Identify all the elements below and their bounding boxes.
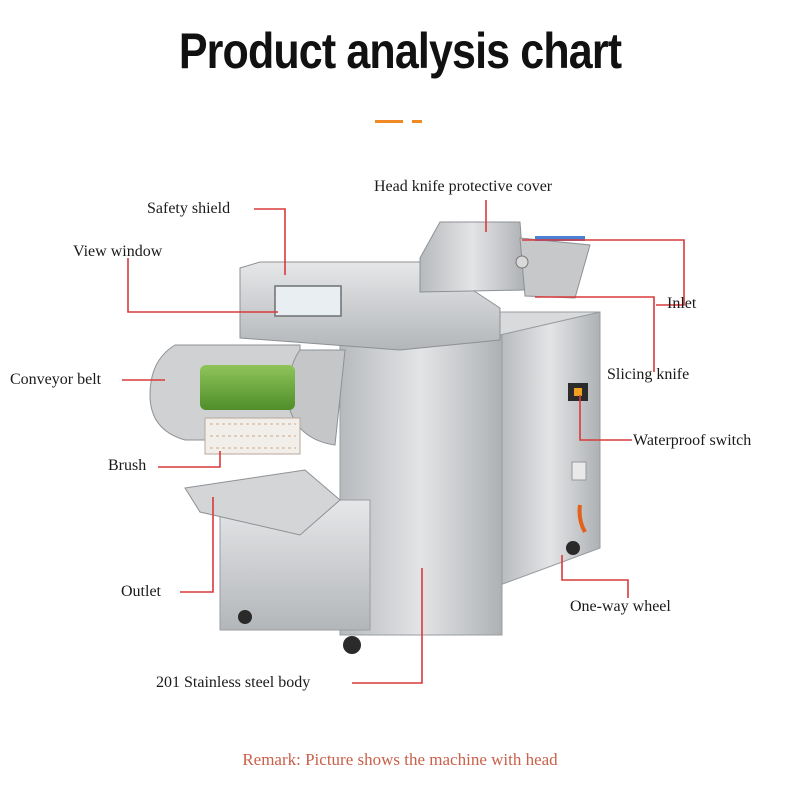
conveyor-frame-right (288, 349, 346, 446)
label-safety-shield: Safety shield (147, 200, 231, 217)
wheel-2 (343, 636, 361, 654)
inlet-funnel (519, 237, 591, 299)
label-slicing-knife: Slicing knife (607, 366, 690, 383)
right-cabinet (499, 311, 601, 586)
label-waterproof-switch: Waterproof switch (633, 432, 752, 449)
outlet-chute (184, 469, 341, 536)
label-inlet: Inlet (667, 295, 697, 312)
label-view-window: View window (73, 243, 163, 260)
view-window-glass (274, 285, 342, 317)
label-head-knife-cover: Head knife protective cover (374, 178, 553, 195)
remark-note: Remark: Picture shows the machine with h… (242, 750, 558, 769)
label-brush: Brush (108, 457, 147, 474)
label-one-way-wheel: One-way wheel (570, 598, 671, 615)
conveyor-belt-surface (200, 365, 295, 410)
label-outlet: Outlet (121, 583, 161, 600)
label-conveyor-belt: Conveyor belt (10, 371, 102, 388)
head-knife-cover (419, 221, 526, 293)
label-stainless-body: 201 Stainless steel body (156, 674, 311, 691)
inlet-blade-strip (535, 236, 585, 241)
title-accent-dot (412, 120, 422, 123)
wheel-3 (566, 541, 580, 555)
title-accent-dash (375, 120, 403, 123)
leader-lines (122, 200, 685, 684)
wheel-1 (238, 610, 252, 624)
page-title: Product analysis chart (178, 23, 622, 79)
